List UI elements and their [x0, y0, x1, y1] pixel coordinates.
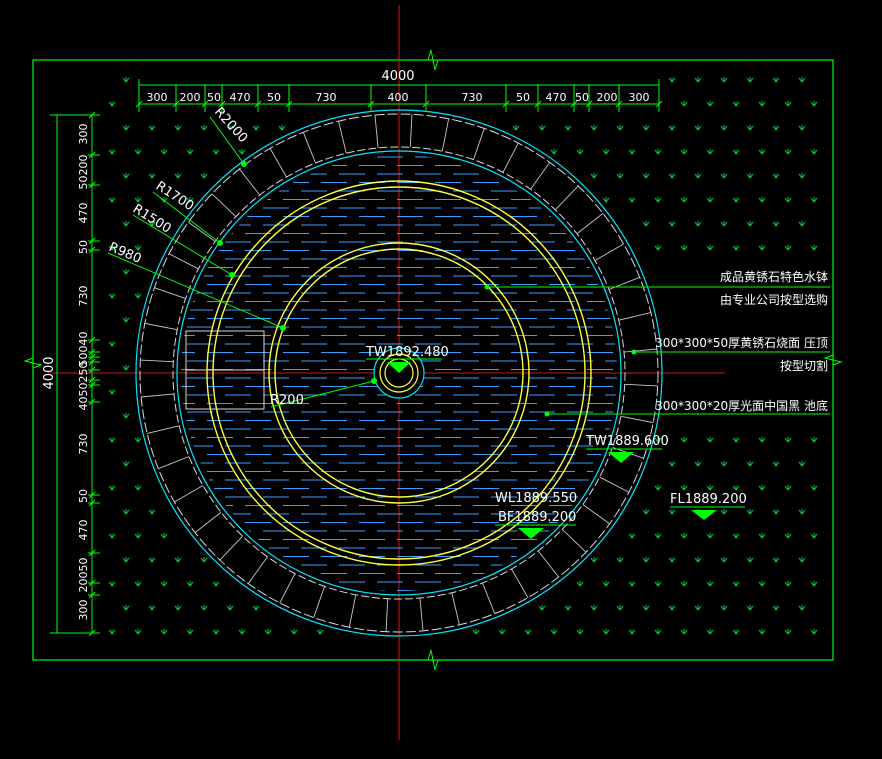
left-dimension-chain	[50, 114, 100, 634]
ring-r1700-inner	[212, 186, 586, 560]
level-wl: WL1889.550	[495, 491, 577, 506]
left-dim-3: 470	[77, 203, 90, 224]
coping-inner-edge	[172, 146, 626, 600]
left-dim-2: 50200	[77, 155, 90, 190]
level-bf: BF1889.200	[498, 510, 576, 525]
top-dim-8: 730	[462, 91, 483, 104]
coping-paving-joints	[140, 114, 658, 632]
break-mark-left	[23, 352, 43, 374]
left-dimension-ticks	[88, 111, 100, 637]
top-dim-6: 730	[316, 91, 337, 104]
top-dim-2: 200	[180, 91, 201, 104]
top-dimension-labels: 300 200 50 470 50 730 400 730 50 470 50 …	[147, 91, 650, 104]
left-dim-7: 4050250	[77, 362, 90, 411]
top-dim-12: 200	[597, 91, 618, 104]
level-tw-center-marker	[387, 362, 411, 373]
note-coping-line2: 按型切割	[780, 358, 828, 373]
left-dim-11: 20050	[77, 558, 90, 593]
overall-width-label: 4000	[381, 69, 414, 84]
ring-r980-outer	[268, 242, 530, 504]
left-dim-12: 300	[77, 600, 90, 621]
center-basin-ring1	[379, 353, 419, 393]
level-tw-rim-marker	[608, 452, 634, 463]
break-mark-top	[420, 49, 446, 71]
radius-r1500-label: R1500	[130, 202, 174, 237]
break-mark-right	[823, 350, 843, 370]
level-fl: FL1889.200	[670, 492, 747, 507]
break-mark-bottom	[420, 649, 446, 671]
radius-r980-label: R980	[106, 240, 143, 267]
level-tw-center: TW1892.480	[365, 345, 449, 360]
coping-outer-edge	[139, 113, 659, 633]
top-dim-4: 470	[230, 91, 251, 104]
radius-r2000-label: R2000	[211, 105, 250, 146]
radius-r200-label: R200	[270, 393, 304, 408]
note-basin-line1: 成品黄锈石特色水钵	[720, 269, 828, 284]
radius-leaders	[107, 116, 377, 408]
ring-r980-inner	[274, 248, 524, 498]
overall-height-label: 4000	[42, 356, 57, 389]
left-dim-4: 50	[77, 240, 90, 254]
note-basin-line2: 由专业公司按型选购	[720, 292, 828, 307]
left-dim-8: 730	[77, 434, 90, 455]
left-dim-9: 50	[77, 489, 90, 503]
top-dim-11: 50	[575, 91, 589, 104]
note-pool-bottom: 300*300*20厚光面中国黑 池底	[655, 398, 828, 413]
top-dimension-ticks	[135, 84, 663, 112]
note-leaders	[484, 284, 830, 417]
note-coping-line1: 300*300*50厚黄锈石烧面 压顶	[655, 336, 828, 350]
grass-pattern	[108, 77, 818, 635]
level-bf-marker	[518, 528, 544, 539]
top-dim-9: 50	[516, 91, 530, 104]
left-dimension-labels: 300 50200 470 50 730 50040 4050250 730 5…	[77, 124, 90, 621]
left-dim-1: 300	[77, 124, 90, 145]
ring-r1700-outer	[206, 180, 592, 566]
outer-rim-cyan	[135, 109, 663, 637]
top-dim-7: 400	[388, 91, 409, 104]
top-dim-3: 50	[207, 91, 221, 104]
left-dim-5: 730	[77, 286, 90, 307]
top-dim-13: 300	[629, 91, 650, 104]
left-dim-10: 470	[77, 520, 90, 541]
top-dim-10: 470	[546, 91, 567, 104]
top-dim-1: 300	[147, 91, 168, 104]
level-tw-rim: TW1889.600	[585, 434, 669, 449]
level-fl-marker	[691, 510, 717, 520]
top-dim-5: 50	[267, 91, 281, 104]
left-dim-6: 50040	[77, 332, 90, 367]
pool-edge-cyan	[176, 150, 622, 596]
